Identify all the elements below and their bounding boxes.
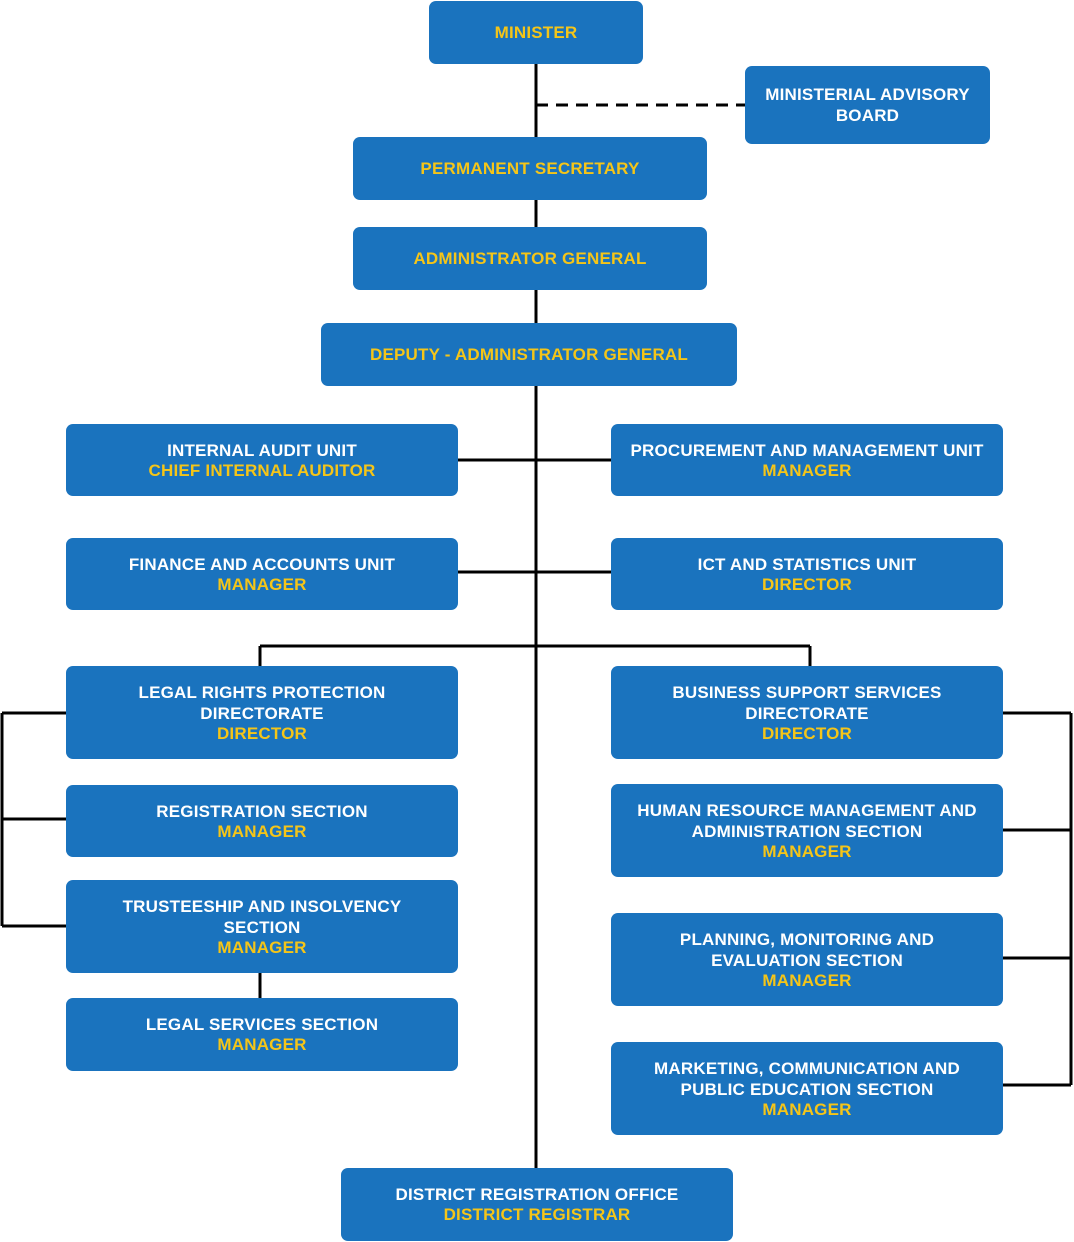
hr-box: HUMAN RESOURCE MANAGEMENT AND ADMINISTRA…	[611, 784, 1003, 877]
business-support-box: BUSINESS SUPPORT SERVICES DIRECTORATE DI…	[611, 666, 1003, 759]
finance-box: FINANCE AND ACCOUNTS UNIT MANAGER	[66, 538, 458, 610]
planning-box: PLANNING, MONITORING AND EVALUATION SECT…	[611, 913, 1003, 1006]
planning-unit: PLANNING, MONITORING AND EVALUATION SECT…	[679, 929, 935, 970]
permanent-secretary-title: PERMANENT SECRETARY	[420, 158, 640, 178]
minister-box: MINISTER	[429, 1, 643, 64]
legal-services-box: LEGAL SERVICES SECTION MANAGER	[66, 998, 458, 1071]
district-role: DISTRICT REGISTRAR	[443, 1205, 631, 1224]
finance-role: MANAGER	[217, 574, 307, 594]
deputy-administrator-general-box: DEPUTY - ADMINISTRATOR GENERAL	[321, 323, 737, 386]
ict-unit: ICT AND STATISTICS UNIT	[697, 554, 917, 574]
registration-unit: REGISTRATION SECTION	[156, 801, 368, 821]
procurement-role: MANAGER	[762, 460, 852, 480]
trusteeship-role: MANAGER	[217, 937, 307, 957]
ict-role: DIRECTOR	[761, 574, 853, 594]
finance-unit: FINANCE AND ACCOUNTS UNIT	[128, 554, 396, 574]
planning-role: MANAGER	[762, 970, 852, 990]
internal-audit-unit: INTERNAL AUDIT UNIT	[167, 440, 357, 460]
administrator-general-title: ADMINISTRATOR GENERAL	[413, 248, 647, 268]
trusteeship-box: TRUSTEESHIP AND INSOLVENCY SECTION MANAG…	[66, 880, 458, 973]
deputy-administrator-general-title: DEPUTY - ADMINISTRATOR GENERAL	[370, 344, 688, 364]
marketing-unit: MARKETING, COMMUNICATION AND PUBLIC EDUC…	[654, 1058, 960, 1099]
advisory-board-title: MINISTERIAL ADVISORY BOARD	[765, 85, 970, 125]
procurement-box: PROCUREMENT AND MANAGEMENT UNIT MANAGER	[611, 424, 1003, 496]
hr-unit: HUMAN RESOURCE MANAGEMENT AND ADMINISTRA…	[637, 800, 977, 841]
business-support-role: DIRECTOR	[761, 723, 853, 743]
legal-rights-role: DIRECTOR	[216, 723, 308, 743]
internal-audit-box: INTERNAL AUDIT UNIT CHIEF INTERNAL AUDIT…	[66, 424, 458, 496]
minister-title: MINISTER	[494, 22, 578, 42]
registration-box: REGISTRATION SECTION MANAGER	[66, 785, 458, 857]
legal-services-role: MANAGER	[217, 1035, 307, 1054]
district-unit: DISTRICT REGISTRATION OFFICE	[395, 1185, 679, 1204]
internal-audit-role: CHIEF INTERNAL AUDITOR	[148, 460, 376, 480]
advisory-board-box: MINISTERIAL ADVISORY BOARD	[745, 66, 990, 144]
legal-rights-box: LEGAL RIGHTS PROTECTION DIRECTORATE DIRE…	[66, 666, 458, 759]
trusteeship-unit: TRUSTEESHIP AND INSOLVENCY SECTION	[122, 896, 402, 937]
legal-services-unit: LEGAL SERVICES SECTION	[145, 1015, 379, 1034]
permanent-secretary-box: PERMANENT SECRETARY	[353, 137, 707, 200]
hr-role: MANAGER	[762, 841, 852, 861]
registration-role: MANAGER	[217, 821, 307, 841]
marketing-role: MANAGER	[762, 1099, 852, 1119]
business-support-unit: BUSINESS SUPPORT SERVICES DIRECTORATE	[672, 682, 942, 723]
procurement-unit: PROCUREMENT AND MANAGEMENT UNIT	[630, 440, 984, 460]
marketing-box: MARKETING, COMMUNICATION AND PUBLIC EDUC…	[611, 1042, 1003, 1135]
administrator-general-box: ADMINISTRATOR GENERAL	[353, 227, 707, 290]
ict-box: ICT AND STATISTICS UNIT DIRECTOR	[611, 538, 1003, 610]
legal-rights-unit: LEGAL RIGHTS PROTECTION DIRECTORATE	[138, 682, 386, 723]
district-box: DISTRICT REGISTRATION OFFICE DISTRICT RE…	[341, 1168, 733, 1241]
